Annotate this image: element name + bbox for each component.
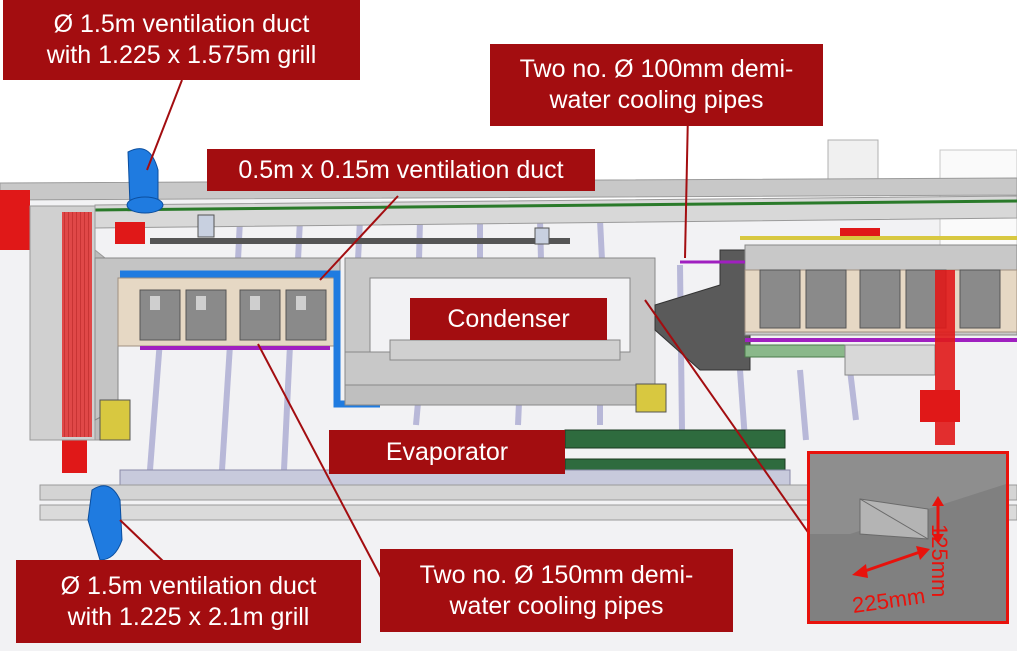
fan-unit (635, 383, 667, 413)
callout-cooling-pipes-100: Two no. Ø 100mm demi- water cooling pipe… (490, 44, 823, 126)
height-dimension-label: 125mm (927, 524, 952, 598)
callout-condenser: Condenser (410, 298, 607, 340)
callout-text: Two no. Ø 150mm demi- water cooling pipe… (419, 560, 694, 620)
red-block (115, 222, 145, 244)
callout-text: Condenser (447, 304, 570, 333)
duct-lower (344, 384, 641, 406)
left-wall-red (0, 190, 30, 250)
leader-lines (119, 79, 811, 586)
callout-text: Ø 1.5m ventilation duct with 1.225 x 2.1… (60, 571, 317, 631)
callout-vent-duct-top: Ø 1.5m ventilation duct with 1.225 x 1.5… (3, 0, 360, 80)
callout-vent-duct-bottom: Ø 1.5m ventilation duct with 1.225 x 2.1… (16, 560, 361, 643)
grill-detail-drawing (810, 454, 1006, 578)
callout-text: 0.5m x 0.15m ventilation duct (238, 155, 564, 184)
green-tray (744, 344, 846, 358)
fan-unit (99, 399, 131, 441)
height-dimension-arrow (932, 496, 944, 544)
callout-text: Evaporator (385, 437, 509, 466)
equipment-row (150, 214, 1017, 245)
red-wall (935, 270, 955, 445)
bottom-beam (39, 504, 1017, 521)
callout-text: Two no. Ø 100mm demi- water cooling pipe… (519, 55, 794, 114)
grill-detail-inset: 125mm 225mm (807, 451, 1009, 624)
callout-evaporator: Evaporator (329, 430, 565, 474)
width-dimension-arrow (852, 546, 930, 578)
bottom-beam (39, 484, 1017, 501)
duct-grill (62, 212, 92, 437)
chiller-units-left (139, 289, 327, 341)
callout-text: Ø 1.5m ventilation duct with 1.225 x 1.5… (46, 10, 317, 69)
vent-duct-top-blue (126, 148, 164, 214)
green-rail (94, 199, 1017, 212)
panel (844, 344, 936, 376)
callout-small-vent-duct: 0.5m x 0.15m ventilation duct (207, 149, 595, 191)
vent-duct-bottom-blue (87, 485, 123, 561)
duct-inner (389, 339, 621, 361)
chiller-units-right (759, 269, 1001, 329)
red-block (840, 228, 880, 236)
callout-cooling-pipes-150: Two no. Ø 150mm demi- water cooling pipe… (380, 549, 733, 632)
